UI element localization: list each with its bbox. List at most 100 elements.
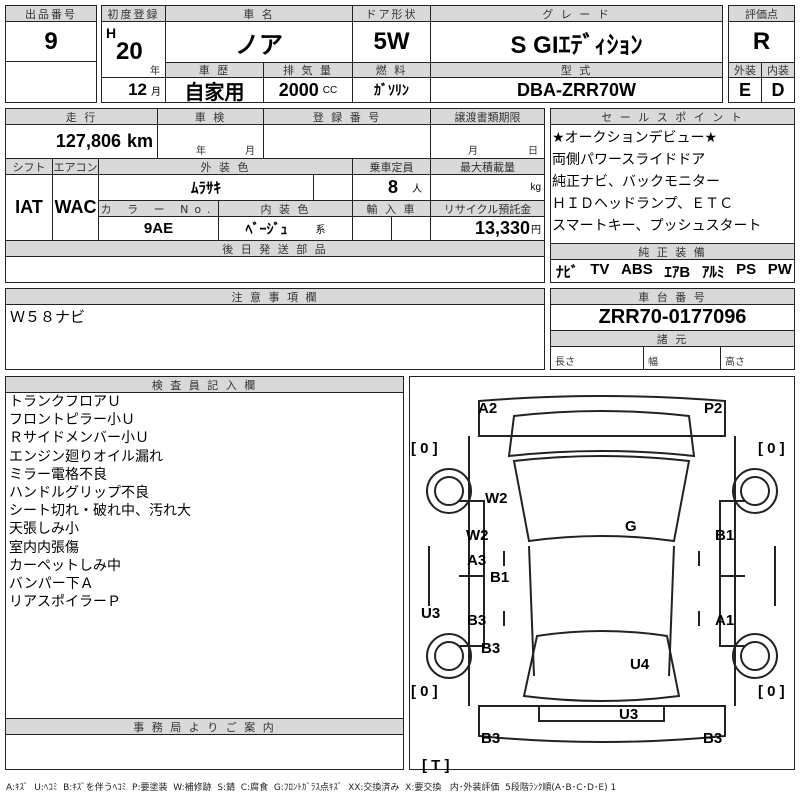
lot-label: 出品番号 — [5, 5, 97, 22]
capacity-number: 8 — [387, 177, 398, 197]
equipment-label: 純 正 装 備 — [550, 243, 795, 260]
int-score-label: 内装 — [761, 62, 795, 78]
inspector-note: 室内内張傷 — [9, 539, 79, 556]
inspector-label: 検 査 員 記 入 欄 — [5, 376, 404, 393]
damage-mark: A2 — [478, 400, 498, 417]
fuel-value: ｶﾞｿﾘﾝ — [352, 77, 431, 103]
grade-value: S GIｴﾃﾞｨｼｮﾝ — [430, 21, 723, 63]
spec-length-cell: 長さ — [550, 346, 644, 370]
history-value: 自家用 — [165, 77, 264, 104]
damage-mark: A3 — [467, 552, 487, 569]
office-label: 事 務 局 よ り ご 案 内 — [5, 718, 404, 735]
tire-tread-rear-right: [ 0 ] — [758, 683, 785, 700]
shift-value: IAT — [5, 174, 53, 241]
recycle-label: リサイクル預託金 — [430, 200, 545, 217]
legend: A:ｷｽﾞ U:ﾍｺﾐ B:ｷｽﾞを伴うﾍｺﾐ P:要塗装 W:補修跡 S:錆 … — [6, 783, 617, 793]
spec-width-cell: 幅 — [643, 346, 721, 370]
mileage-number: 127,806 — [55, 131, 121, 151]
tire-tread-front-left: [ 0 ] — [411, 440, 438, 457]
notes-label: 注 意 事 項 欄 — [5, 288, 545, 305]
damage-mark: U3 — [421, 605, 441, 622]
transfer-label: 譲渡書類期限 — [430, 108, 545, 125]
displacement-number: 2000 — [278, 79, 319, 100]
int-color-value: ﾍﾞｰｼﾞｭ系 — [218, 216, 353, 241]
damage-mark: W2 — [485, 490, 508, 507]
import-value-1 — [352, 216, 392, 241]
recycle-amount: 13,330 — [474, 218, 530, 238]
int-color-text: ﾍﾞｰｼﾞｭ — [245, 220, 288, 237]
model-code-value: DBA-ZRR70W — [430, 77, 723, 103]
inspector-note: リアスポイラーＰ — [9, 594, 121, 611]
ext-score-label: 外装 — [728, 62, 762, 78]
equipment-item: ﾅﾋﾞ — [556, 264, 579, 281]
doors-label: ドア形状 — [352, 5, 431, 22]
capacity-label: 乗車定員 — [352, 158, 431, 175]
ext-color-value: ﾑﾗｻｷ — [98, 174, 314, 201]
transfer-month-unit: 月 — [468, 146, 478, 157]
reg-no-label: 登 録 番 号 — [263, 108, 431, 125]
color-no-label: カ ラ ー No. — [98, 200, 219, 217]
inspection-label: 車 検 — [157, 108, 264, 125]
era: H — [106, 25, 117, 41]
lot-number: 9 — [5, 21, 97, 62]
sales-point: ★オークションデビュー★ — [552, 130, 718, 146]
inspection-year-unit: 年 — [196, 146, 206, 157]
ac-value: WAC — [52, 174, 99, 241]
model-code-label: 型 式 — [430, 62, 723, 78]
import-label: 輸 入 車 — [352, 200, 431, 217]
inspection-month-unit: 月 — [245, 146, 255, 157]
damage-mark: P2 — [704, 400, 723, 417]
damage-mark: U3 — [619, 706, 639, 723]
equipment-item: PW — [767, 261, 792, 278]
damage-mark: U4 — [630, 656, 650, 673]
color-no-value: 9AE — [98, 216, 219, 241]
sales-point: 純正ナビ、バックモニター — [552, 174, 720, 190]
damage-mark: A1 — [715, 612, 735, 629]
inspector-note: バンパー下Ａ — [9, 576, 94, 593]
inspector-notes: トランクフロアＵ フロントピラー小Ｕ Ｒサイドメンバー小Ｕ エンジン廻りオイル漏… — [9, 393, 191, 611]
later-parts-label: 後 日 発 送 部 品 — [5, 240, 545, 257]
mileage-label: 走 行 — [5, 108, 158, 125]
month-unit: 月 — [151, 86, 161, 98]
equipment-item: PS — [736, 261, 757, 278]
shift-label: シフト — [5, 158, 53, 175]
transfer-day-unit: 日 — [528, 146, 538, 157]
car-name-label: 車 名 — [165, 5, 353, 22]
first-reg-label: 初度登録 — [101, 5, 166, 22]
specs-label: 諸 元 — [550, 330, 795, 347]
int-color-label: 内 装 色 — [218, 200, 353, 217]
equipment-item: ｱﾙﾐ — [701, 264, 725, 281]
cc-unit: CC — [322, 84, 338, 96]
yen-unit: 円 — [531, 225, 541, 236]
inspector-note: ミラー電格不良 — [9, 466, 107, 483]
damage-mark: B1 — [715, 527, 735, 544]
max-load-value: kg — [430, 174, 545, 201]
score-value: R — [728, 21, 795, 63]
displacement-label: 排 気 量 — [263, 62, 353, 78]
inspector-note: シート切れ・破れ中、汚れ大 — [9, 503, 191, 520]
max-load-label: 最大積載量 — [430, 158, 545, 175]
spec-height-label: 高さ — [725, 357, 745, 368]
damage-mark: G — [625, 518, 637, 535]
sales-point: スマートキー、プッシュスタート — [552, 218, 762, 234]
doors-value: 5W — [352, 21, 431, 63]
history-label: 車 歴 — [165, 62, 264, 78]
sales-points-label: セ ー ル ス ポ イ ン ト — [550, 108, 795, 125]
km-unit: km — [126, 131, 153, 151]
inspector-note: フロントピラー小Ｕ — [9, 412, 135, 429]
spec-height-cell: 高さ — [720, 346, 795, 370]
damage-mark: B3 — [481, 730, 501, 747]
person-unit: 人 — [412, 184, 422, 195]
grade-label: グ レ ー ド — [430, 5, 723, 22]
notes-value: Ｗ５８ナビ — [10, 308, 86, 326]
inspector-note: 天張しみ小 — [9, 521, 79, 538]
spec-width-label: 幅 — [648, 357, 658, 368]
year-unit: 年 — [150, 66, 160, 77]
spec-length-label: 長さ — [555, 357, 575, 368]
chassis-label: 車 台 番 号 — [550, 288, 795, 305]
tire-tread-front-right: [ 0 ] — [758, 440, 785, 457]
sales-point: 両側パワースライドドア — [552, 152, 706, 168]
